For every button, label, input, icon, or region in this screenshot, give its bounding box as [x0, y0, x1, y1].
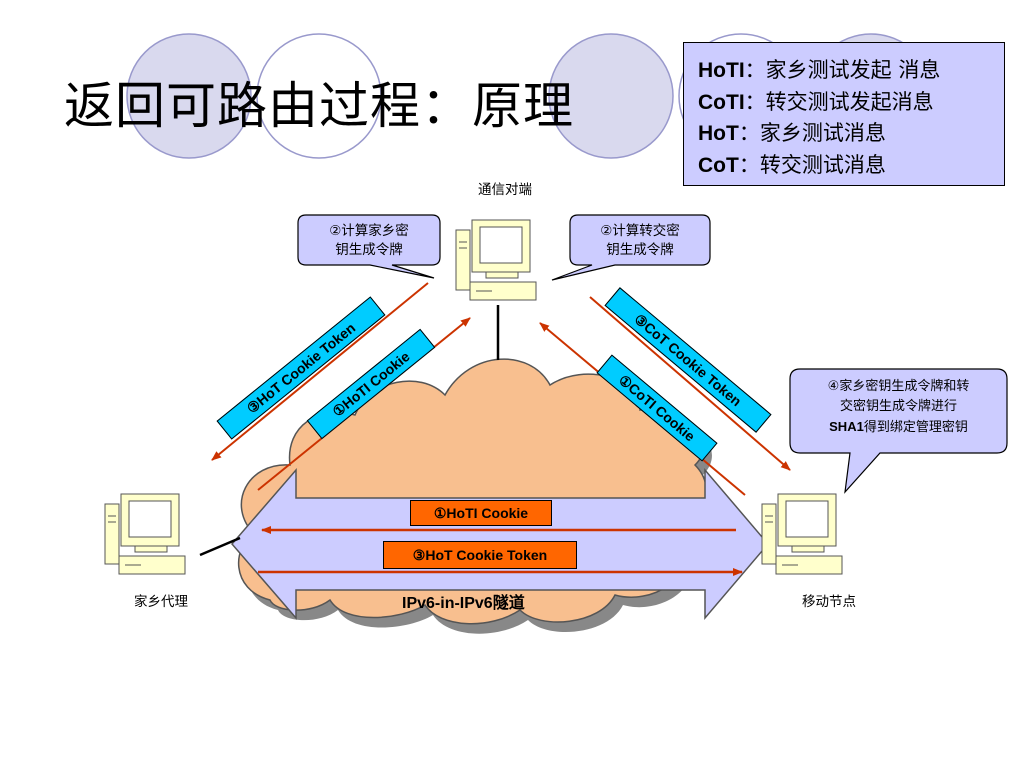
home-agent-label: 家乡代理 [134, 594, 188, 610]
cot-token-arrow [589, 296, 791, 471]
tunnel-hoti-cookie-tag: ①HoTI Cookie [410, 500, 552, 526]
correspondent-computer-icon [455, 219, 537, 301]
legend-item: HoTI：家乡测试发起 消息 [698, 58, 941, 82]
decor-circle [256, 33, 382, 159]
page-title: 返回可路由过程：原理 [64, 77, 574, 135]
tunnel-label: IPv6-in-IPv6隧道 [402, 595, 525, 612]
callout-mobile-shape [789, 368, 1008, 494]
legend-item: CoT：转交测试消息 [698, 152, 886, 177]
callout-left-text: ②计算家乡密钥生成令牌 [329, 223, 409, 258]
callout-right-text: ②计算转交密钥生成令牌 [600, 223, 680, 258]
home-agent-computer-icon [104, 493, 186, 575]
legend-item: HoT：家乡测试消息 [698, 121, 886, 145]
hot-token-arrow [211, 282, 429, 461]
home-agent-link [199, 536, 241, 557]
callout-left-shape [297, 214, 441, 279]
callout-right-shape [551, 214, 711, 281]
decor-circle [548, 33, 674, 159]
mobile-node-label: 移动节点 [802, 594, 856, 610]
correspondent-label: 通信对端 [478, 182, 532, 198]
callout-mobile-text: ④家乡密钥生成令牌和转 交密钥生成令牌进行 SHA1得到绑定管理密钥 [827, 379, 970, 435]
tunnel-hot-cookie-token-tag: ③HoT Cookie Token [383, 541, 577, 569]
decor-circle [126, 33, 252, 159]
mobile-node-computer-icon [761, 493, 843, 575]
legend-box: HoTI：家乡测试发起 消息 CoTI：转交测试发起消息 HoT：家乡测试消息 … [683, 42, 1005, 186]
legend-item: CoTI：转交测试发起消息 [698, 89, 934, 114]
